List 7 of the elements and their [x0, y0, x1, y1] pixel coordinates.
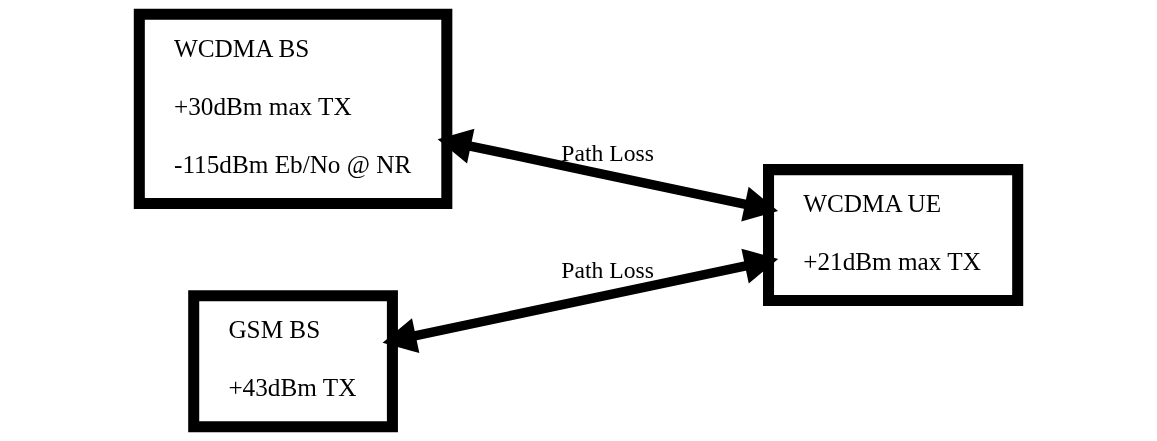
arrow	[382, 248, 779, 354]
node-box: WCDMA BS +30dBm max TX -115dBm Eb/No @ NR	[133, 8, 453, 210]
edge-label: Path Loss	[561, 256, 654, 283]
arrow	[437, 128, 779, 222]
node-box: WCDMA UE +21dBm max TX	[763, 164, 1024, 307]
node-box: GSM BS +43dBm TX	[188, 290, 398, 433]
edge-label: Path Loss	[561, 139, 654, 166]
